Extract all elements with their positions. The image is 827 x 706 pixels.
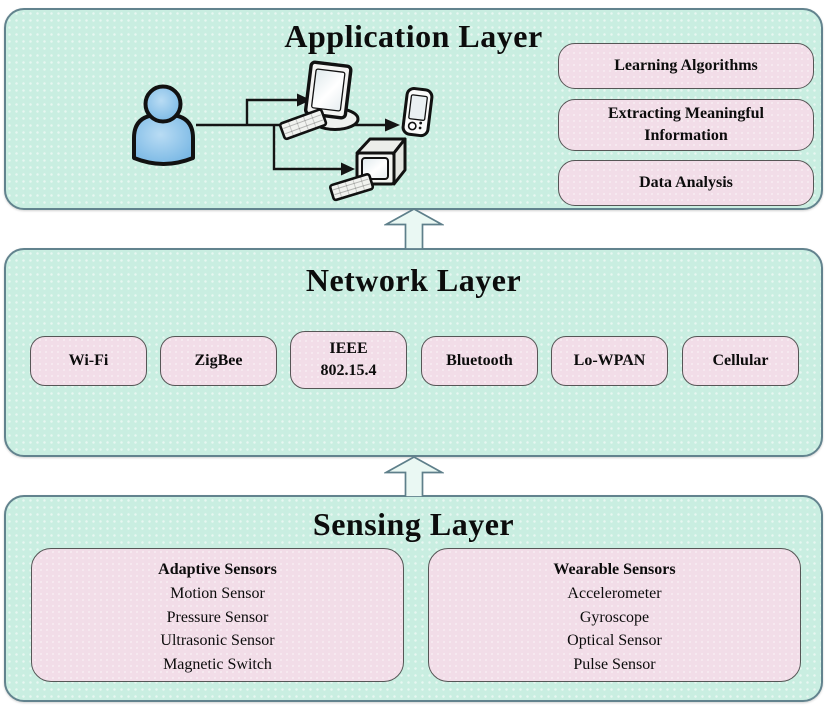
sensor-item: Accelerometer [567, 585, 662, 602]
keyboard-icon [329, 173, 375, 202]
sensing-layer: Sensing Layer Adaptive Sensors Motion Se… [4, 495, 823, 702]
application-layer: Application Layer [4, 8, 823, 210]
box-label: Lo-WPAN [573, 352, 646, 370]
box-label: Data Analysis [639, 174, 733, 192]
box-cellular: Cellular [682, 336, 799, 386]
box-label: IEEE 802.15.4 [320, 340, 377, 379]
box-lo-wpan: Lo-WPAN [551, 336, 668, 386]
box-data-analysis: Data Analysis [558, 160, 814, 206]
group-title: Adaptive Sensors [158, 561, 277, 578]
box-ieee-802-15-4: IEEE 802.15.4 [290, 331, 407, 389]
box-bluetooth: Bluetooth [421, 336, 538, 386]
user-devices-illustration [132, 60, 434, 202]
box-wifi: Wi-Fi [30, 336, 147, 386]
box-extracting-meaningful-information: Extracting Meaningful Information [558, 99, 814, 151]
wearable-sensors-box: Wearable Sensors Accelerometer Gyroscope… [428, 548, 801, 682]
box-zigbee: ZigBee [160, 336, 277, 386]
pda-icon [401, 87, 434, 138]
box-learning-algorithms: Learning Algorithms [558, 43, 814, 89]
box-label: Extracting Meaningful Information [608, 105, 764, 144]
network-layer: Network Layer Wi-Fi ZigBee IEEE 802.15.4… [4, 248, 823, 457]
box-label: Wi-Fi [68, 352, 109, 370]
up-arrow-icon [384, 208, 444, 249]
arrowheads [297, 93, 400, 176]
application-layer-title: Application Layer [284, 18, 543, 54]
sensor-item: Optical Sensor [567, 632, 662, 649]
box-label: Learning Algorithms [614, 57, 758, 75]
box-label: Cellular [712, 352, 769, 370]
sensor-item: Magnetic Switch [163, 655, 272, 673]
box-label: Bluetooth [446, 352, 513, 370]
sensing-layer-title: Sensing Layer [312, 506, 515, 542]
sensor-item: Pulse Sensor [573, 655, 656, 673]
box-label: ZigBee [194, 352, 243, 370]
sensor-item: Ultrasonic Sensor [160, 632, 275, 649]
keyboard-icon [278, 108, 328, 141]
sensor-item: Motion Sensor [170, 585, 265, 602]
user-icon [132, 84, 195, 166]
sensor-item: Gyroscope [579, 608, 650, 626]
network-layer-title: Network Layer [305, 262, 522, 298]
group-title: Wearable Sensors [553, 561, 676, 578]
up-arrow-icon [384, 456, 444, 497]
sensor-item: Pressure Sensor [166, 608, 269, 626]
adaptive-sensors-box: Adaptive Sensors Motion Sensor Pressure … [31, 548, 404, 682]
